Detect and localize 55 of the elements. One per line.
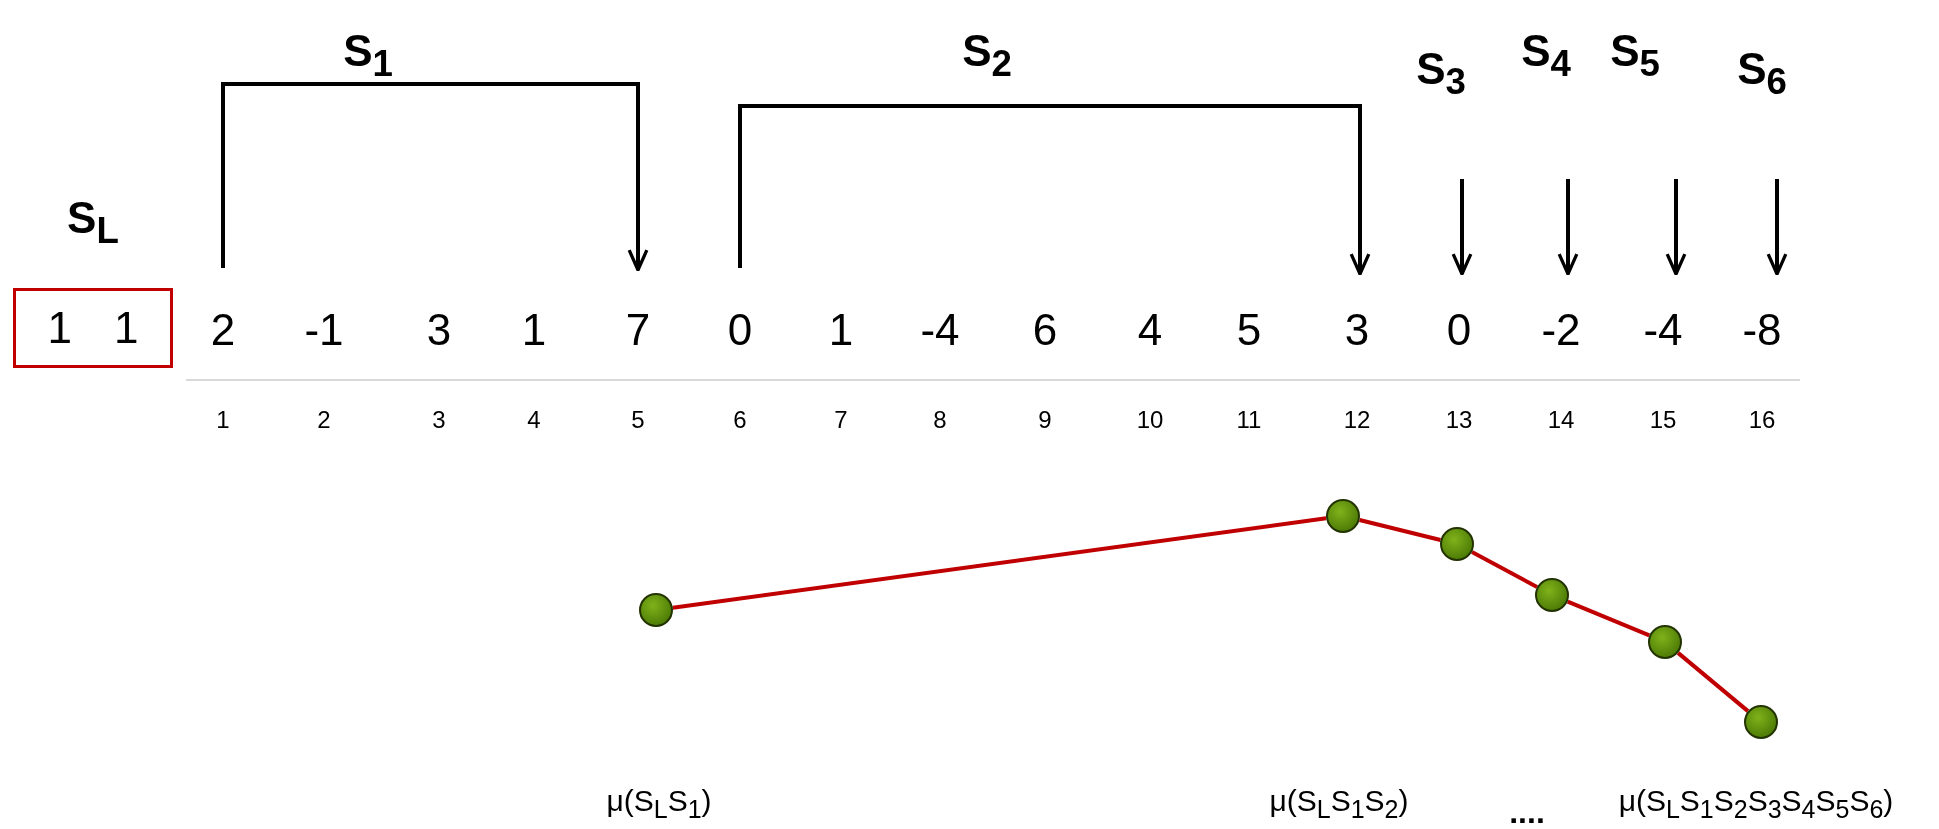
data-point [1744,705,1778,739]
point-label: μ(S$_{L}$S$_{1}$S$_{2}$S$_{3}$S$_{4}$S$_{5}$S$_{6}$) [1618,786,1894,822]
array-value: 2 [210,308,236,352]
array-value: 3 [1344,308,1370,352]
connector-line [1676,651,1750,713]
array-value: 7 [625,308,651,352]
index-number: 12 [1343,408,1371,432]
segment-label: S$_{1}$ [343,29,393,83]
index-number: 4 [527,408,541,432]
connector-line [672,516,1327,610]
index-number: 13 [1445,408,1473,432]
segment-label: S$_{L}$ [67,196,119,250]
array-value: 1 [828,308,854,352]
index-number: 7 [834,408,848,432]
index-number: 9 [1038,408,1052,432]
index-number: 14 [1547,408,1575,432]
segment-label: S$_{4}$ [1521,29,1571,83]
index-number: 11 [1236,408,1262,432]
segment-label: S$_{5}$ [1610,29,1660,83]
index-number: 16 [1748,408,1776,432]
point-label: μ(S$_{L}$S$_{1}$S$_{2}$) [1269,786,1409,822]
index-number: 5 [631,408,645,432]
index-number: 6 [733,408,747,432]
data-point [1648,625,1682,659]
array-value: 3 [426,308,452,352]
array-value: 1 [521,308,547,352]
segment-label: S$_{6}$ [1737,47,1787,101]
connector-line [1566,599,1651,638]
array-value: 6 [1032,308,1058,352]
index-number: 10 [1136,408,1164,432]
array-value: -1 [304,308,344,352]
point-label: μ(S$_{L}$S$_{1}$) [606,786,712,822]
array-value: -4 [1643,308,1683,352]
connector-line [1359,518,1441,542]
data-point [639,593,673,627]
array-value: -4 [920,308,960,352]
connector-line [1471,550,1538,589]
index-number: 8 [933,408,947,432]
ellipsis: .... [1509,796,1545,828]
array-value: 0 [1446,308,1472,352]
index-number: 15 [1649,408,1677,432]
data-point [1326,499,1360,533]
data-point [1535,578,1569,612]
index-number: 1 [216,408,230,432]
array-value: -8 [1742,308,1782,352]
value-box: 1 1 [13,288,173,368]
index-number: 3 [432,408,446,432]
index-number: 2 [317,408,331,432]
array-value: 0 [727,308,753,352]
segment-label: S$_{3}$ [1416,47,1466,101]
data-point [1440,527,1474,561]
array-value: 5 [1236,308,1262,352]
array-value: -2 [1541,308,1581,352]
segment-label: S$_{2}$ [962,29,1012,83]
array-value: 4 [1137,308,1163,352]
